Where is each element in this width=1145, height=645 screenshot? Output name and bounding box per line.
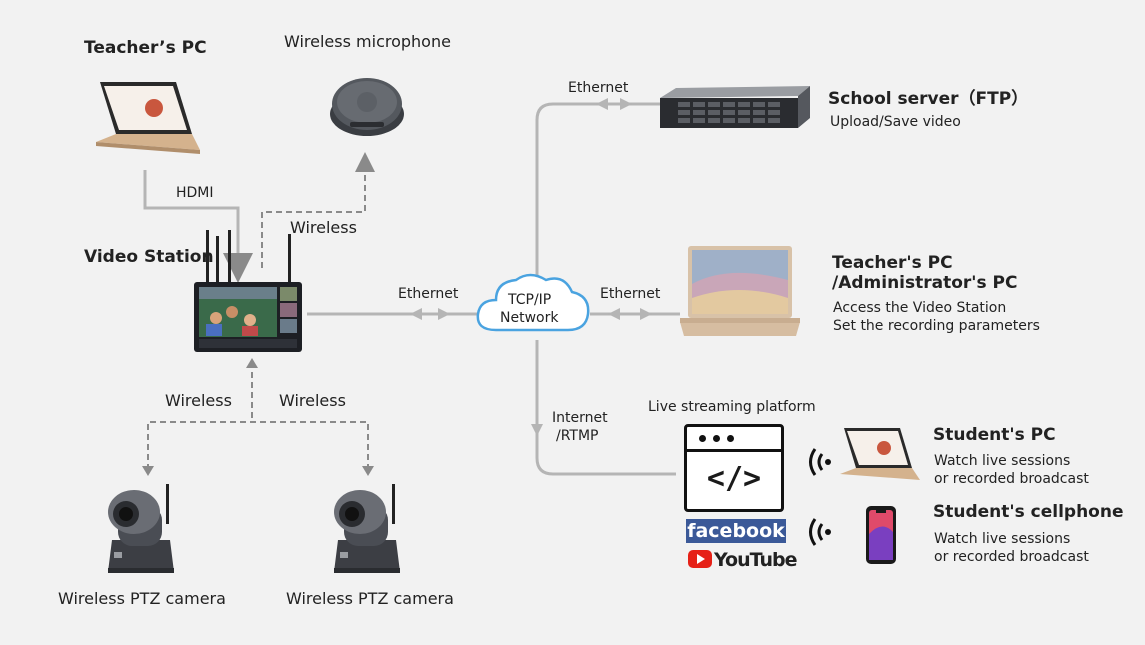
- student-phone-title: Student's cellphone: [933, 502, 1124, 522]
- microphone-title: Wireless microphone: [284, 32, 451, 51]
- camera-label-left: Wireless PTZ camera: [58, 589, 226, 608]
- ptz-camera-icon: [334, 484, 400, 573]
- station-ethernet-label: Ethernet: [398, 286, 459, 302]
- cloud-label-line2: Network: [500, 310, 559, 326]
- station-ethernet-arrow-left: [410, 308, 422, 320]
- student-pc-title: Student's PC: [933, 425, 1056, 445]
- camera-wireless-link: [147, 362, 369, 470]
- cloud-icon: [476, 273, 590, 332]
- server-ethernet-arrow-right: [620, 98, 632, 110]
- streaming-title: Live streaming platform: [648, 399, 816, 415]
- admin-ethernet-label: Ethernet: [600, 286, 661, 302]
- admin-ethernet-arrow-left: [608, 308, 620, 320]
- teacher-pc-title: Teacher’s PC: [84, 38, 207, 58]
- youtube-logo: YouTube: [714, 549, 797, 571]
- internet-label-line1: Internet: [552, 410, 608, 426]
- internet-rtmp-link: [535, 340, 676, 476]
- code-glyph: </>: [706, 461, 762, 496]
- laptop-icon: [96, 82, 200, 154]
- youtube-play-icon: [688, 550, 712, 568]
- camera-wireless-label-left: Wireless: [165, 391, 232, 410]
- admin-pc-desc-line2: Set the recording parameters: [833, 318, 1040, 334]
- school-server-title: School server（FTP）: [828, 89, 1029, 109]
- student-pc-desc-line2: or recorded broadcast: [934, 471, 1089, 487]
- mic-wireless-link: [261, 152, 375, 268]
- station-ethernet-arrow-right: [438, 308, 450, 320]
- video-station-title: Video Station: [84, 247, 214, 267]
- internet-rtmp-arrow: [531, 424, 543, 436]
- smartphone-icon: [866, 506, 896, 564]
- student-pc-desc-line1: Watch live sessions: [934, 453, 1071, 469]
- camera-wireless-label-right: Wireless: [279, 391, 346, 410]
- student-phone-desc-line2: or recorded broadcast: [934, 549, 1089, 565]
- wifi-waves-icon: [809, 448, 831, 476]
- window-dot: [713, 435, 720, 442]
- camera-left-arrow: [142, 466, 154, 476]
- window-dot: [727, 435, 734, 442]
- student-phone-desc-line1: Watch live sessions: [934, 531, 1071, 547]
- facebook-logo: facebook: [686, 519, 786, 543]
- school-server-desc: Upload/Save video: [830, 114, 961, 130]
- admin-pc-title-line1: Teacher's PC: [832, 253, 953, 273]
- wifi-waves-icon: [809, 518, 831, 546]
- video-station-icon: [194, 230, 302, 352]
- window-dot: [699, 435, 706, 442]
- camera-right-arrow: [362, 466, 374, 476]
- cloud-label-line1: TCP/IP: [508, 292, 552, 308]
- camera-label-right: Wireless PTZ camera: [286, 589, 454, 608]
- server-ethernet-label: Ethernet: [568, 80, 629, 96]
- admin-pc-title-line2: /Administrator's PC: [832, 273, 1018, 293]
- student-laptop-icon: [840, 428, 920, 480]
- ptz-camera-icon: [108, 484, 174, 573]
- server-icon: [660, 86, 810, 128]
- hdmi-link: [143, 170, 253, 283]
- microphone-icon: [330, 78, 404, 136]
- hdmi-label: HDMI: [176, 185, 214, 201]
- station-camera-arrow: [246, 358, 258, 368]
- admin-pc-desc-line1: Access the Video Station: [833, 300, 1007, 316]
- admin-ethernet-arrow-right: [640, 308, 652, 320]
- window-title-bar: [687, 449, 781, 452]
- streaming-window-icon: </>: [684, 424, 784, 512]
- internet-label-line2: /RTMP: [556, 428, 599, 444]
- server-ethernet-link: [535, 102, 660, 280]
- admin-laptop-icon: [680, 246, 800, 336]
- mic-wireless-label: Wireless: [290, 218, 357, 237]
- server-ethernet-arrow-left: [596, 98, 608, 110]
